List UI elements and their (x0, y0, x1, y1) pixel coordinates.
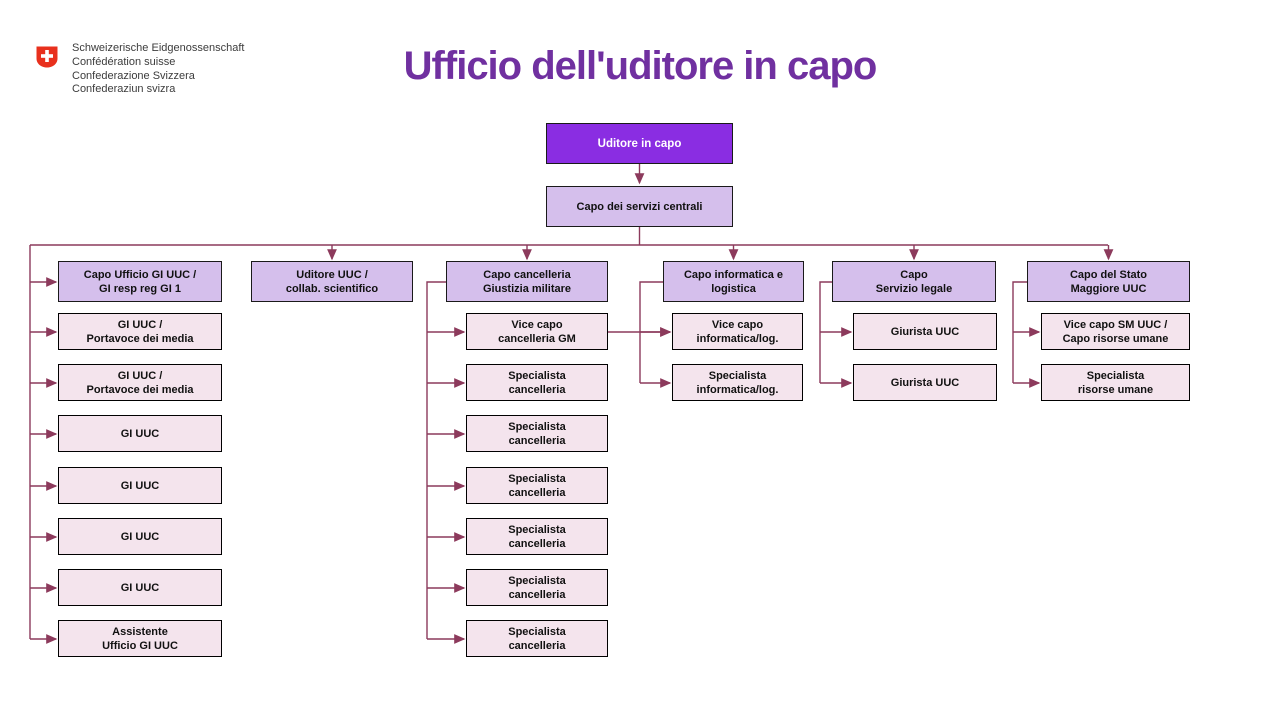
org-node-label: Specialista (508, 523, 566, 536)
org-node-label: Capo risorse umane (1062, 332, 1169, 345)
swiss-cross-shield-icon (36, 46, 58, 68)
org-node-label: informatica/log. (696, 332, 779, 345)
org-node-label: Assistente (112, 625, 168, 638)
org-node-label: informatica/log. (696, 383, 779, 396)
org-node-gi-uuc: GI UUC (58, 518, 222, 555)
org-node-label: collab. scientifico (285, 282, 379, 295)
logo-line: Confederazione Svizzera (72, 69, 195, 82)
org-node-label: Capo dei servizi centrali (576, 200, 703, 213)
org-node-label: Vice capo (511, 318, 563, 331)
org-node-label: GI UUC (120, 427, 160, 440)
org-node-label: GI UUC (120, 479, 160, 492)
logo-line: Confederaziun svizra (72, 83, 176, 96)
org-node-label: cancelleria (508, 588, 566, 601)
org-node-label: Vice capo SM UUC / (1063, 318, 1168, 331)
org-node-vice-capo-sm-uuc-capo-risorse-umane: Vice capo SM UUC /Capo risorse umane (1041, 313, 1190, 350)
org-node-gi-uuc: GI UUC (58, 569, 222, 606)
logo-wordmark: Schweizerische Eidgenossenschaft Confédé… (72, 42, 244, 97)
logo-line: Schweizerische Eidgenossenschaft (72, 42, 245, 54)
org-node-label: cancelleria GM (498, 332, 576, 345)
org-node-label: GI UUC (120, 530, 160, 543)
org-node-label: Capo Ufficio GI UUC / (83, 268, 197, 281)
org-node-label: logistica (711, 282, 756, 295)
org-node-giurista-uuc: Giurista UUC (853, 364, 997, 401)
org-node-label: Uditore in capo (597, 137, 682, 150)
org-node-label: Vice capo (711, 318, 764, 331)
org-node-label: Specialista (1086, 369, 1145, 382)
org-node-label: Specialista (508, 625, 566, 638)
org-node-label: GI UUC / (117, 369, 163, 382)
org-node-label: Capo del Stato (1069, 268, 1147, 281)
org-node-label: cancelleria (508, 486, 566, 499)
org-node-gi-uuc: GI UUC (58, 415, 222, 452)
org-node-label: Giustizia militare (482, 282, 572, 295)
org-node-label: Giurista UUC (890, 376, 960, 389)
org-node-label: Specialista (508, 420, 566, 433)
org-node-capo-dei-servizi-centrali: Capo dei servizi centrali (546, 186, 733, 227)
page-title: Ufficio dell'uditore in capo (403, 44, 878, 88)
org-node-label: Servizio legale (875, 282, 953, 295)
org-node-label: cancelleria (508, 537, 566, 550)
org-node-label: cancelleria (508, 434, 566, 447)
org-node-label: Specialista (508, 369, 566, 382)
org-node-label: Specialista (508, 574, 566, 587)
org-node-uditore-in-capo: Uditore in capo (546, 123, 733, 164)
org-node-label: Ufficio GI UUC (102, 639, 178, 652)
org-node-label: Specialista (708, 369, 767, 382)
org-node-label: Capo cancelleria (483, 268, 571, 281)
org-node-label: Portavoce dei media (86, 332, 194, 345)
org-node-label: Specialista (508, 472, 566, 485)
org-node-label: GI resp reg GI 1 (99, 282, 181, 295)
org-node-capo-ufficio-gi-uuc-gi-resp-reg-gi-1: Capo Ufficio GI UUC /GI resp reg GI 1 (58, 261, 222, 302)
org-node-label: Giurista UUC (890, 325, 960, 338)
org-node-gi-uuc-portavoce-dei-media: GI UUC /Portavoce dei media (58, 313, 222, 350)
org-node-uditore-uuc-collab-scientifico: Uditore UUC /collab. scientifico (251, 261, 413, 302)
org-node-label: Capo (900, 268, 928, 281)
org-node-gi-uuc-portavoce-dei-media: GI UUC /Portavoce dei media (58, 364, 222, 401)
logo-line: Confédération suisse (72, 55, 176, 68)
org-node-label: cancelleria (508, 639, 566, 652)
org-node-gi-uuc: GI UUC (58, 467, 222, 504)
org-node-label: cancelleria (508, 383, 566, 396)
org-node-label: GI UUC / (117, 318, 163, 331)
org-node-label: Portavoce dei media (86, 383, 194, 396)
org-node-label: Capo informatica e (683, 268, 784, 281)
org-node-label: Uditore UUC / (296, 268, 368, 281)
org-node-label: Maggiore UUC (1070, 282, 1147, 295)
swiss-confederation-logo: Schweizerische Eidgenossenschaft Confédé… (35, 42, 244, 97)
org-node-label: risorse umane (1077, 383, 1154, 396)
org-node-label: GI UUC (120, 581, 160, 594)
org-node-giurista-uuc: Giurista UUC (853, 313, 997, 350)
